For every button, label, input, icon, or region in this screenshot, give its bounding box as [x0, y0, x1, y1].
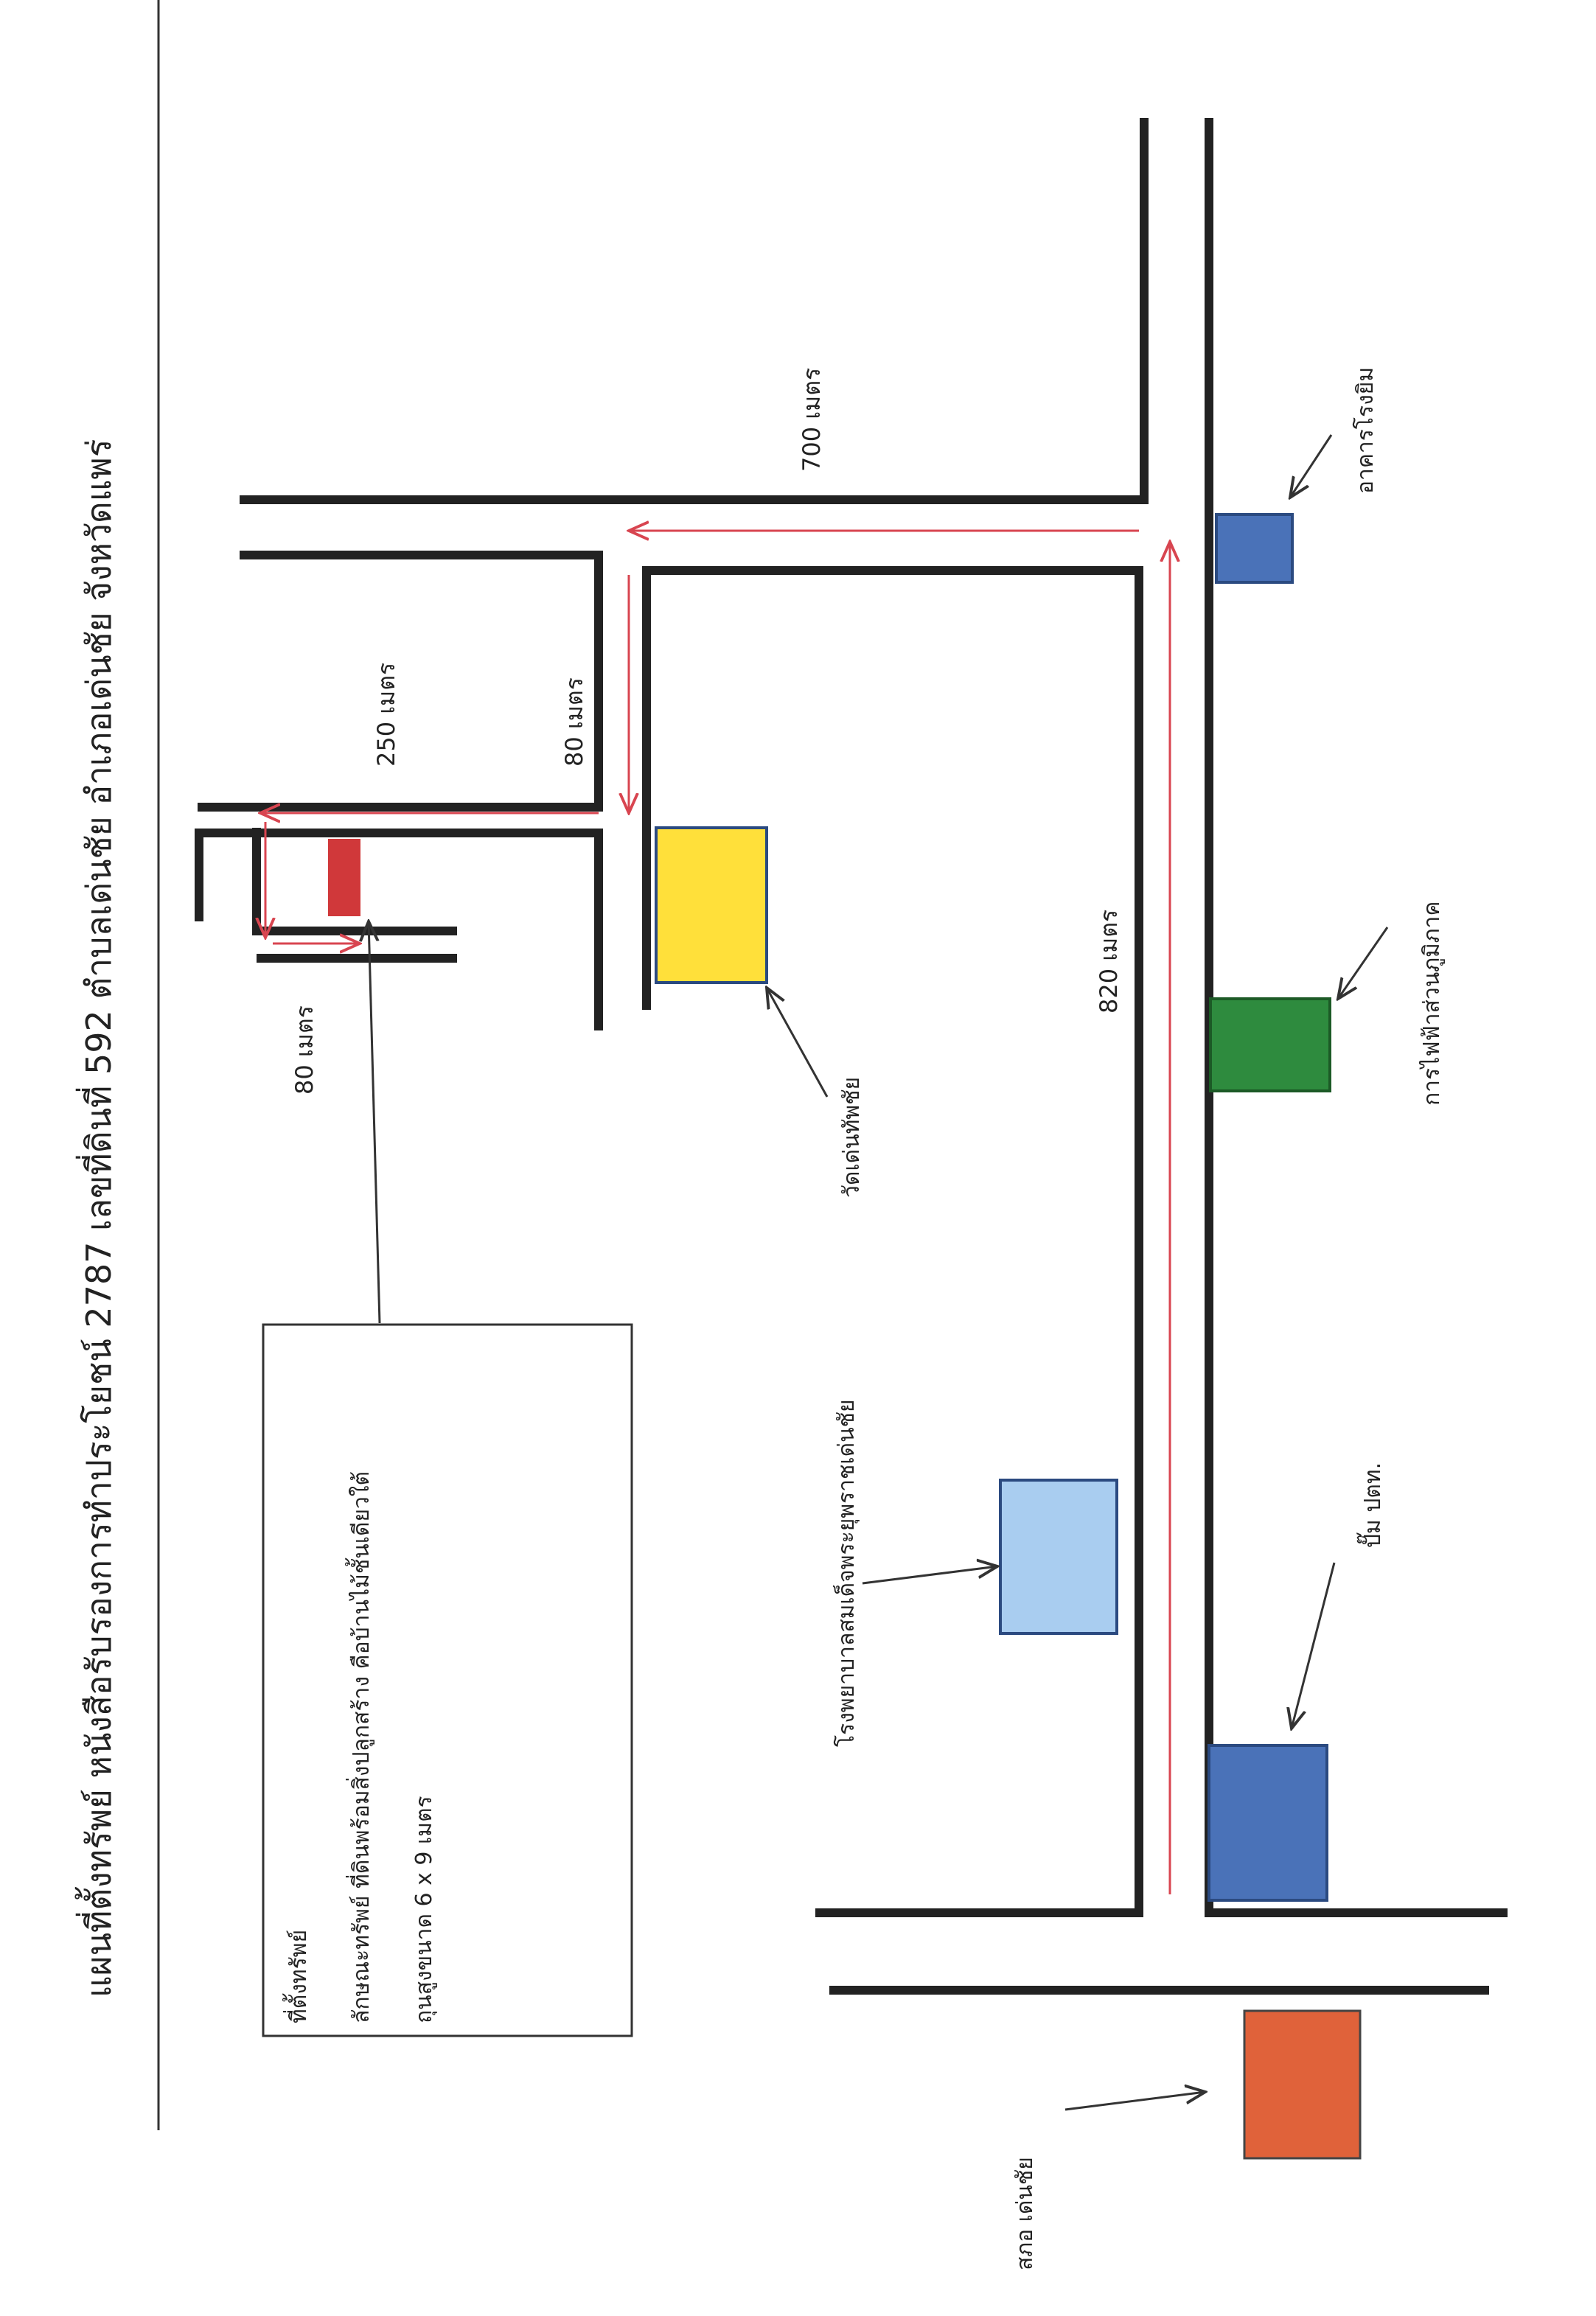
temple-marker [655, 826, 768, 984]
distance-250m: 250 เมตร [372, 663, 400, 767]
arrow-hospital [862, 1566, 997, 1585]
road-top-left-outer [240, 118, 1149, 504]
pea-office-marker [1209, 997, 1331, 1092]
gym-building-marker [1215, 513, 1294, 584]
police-station-marker [1243, 2009, 1362, 2160]
arrow-pea [1338, 927, 1389, 999]
route [260, 531, 1170, 1894]
hospital-label: โรงพยาบาลสมเด็จพระยุพราชเด่นชัย [832, 1399, 860, 1747]
distance-820m: 820 เมตร [1095, 910, 1123, 1014]
gas-station-marker [1208, 1744, 1328, 1902]
road-soi-mid [195, 829, 603, 1030]
gym-label: อาคารโรงยิม [1352, 367, 1379, 494]
roads [195, 118, 1508, 1995]
hospital-marker [999, 1479, 1118, 1635]
police-label: สภอ เด่นชัย [1012, 2157, 1038, 2270]
arrow-temple [767, 988, 829, 1098]
property-marker [328, 839, 360, 916]
info-box-line1: ลักษณะทรัพย์ ที่ดินพร้อมสิ่งปลูกสร้าง คื… [345, 1471, 374, 2023]
arrow-gas [1292, 1562, 1336, 1729]
road-inner-loop [198, 551, 603, 812]
pointer-arrows [369, 434, 1389, 2111]
temple-label: วัดเด่นทัพชัย [839, 1077, 865, 1198]
info-box-line2: ถุนสูงขนาด 6 x 9 เมตร [411, 1796, 438, 2023]
gas-station-label: ปั๊ม ปตท. [1356, 1462, 1386, 1548]
road-main-left [642, 566, 1143, 1917]
distance-80m-left: 80 เมตร [290, 1005, 318, 1095]
road-main-right [1205, 118, 1508, 1917]
pea-label: การไฟฟ้าส่วนภูมิภาค [1418, 901, 1445, 1106]
info-box [262, 1323, 633, 2037]
arrow-police [1064, 2092, 1205, 2111]
distance-80m-mid: 80 เมตร [560, 677, 588, 767]
page-title: แผนที่ตั้งทรัพย์ หนังสือรับรองการทำประโย… [74, 439, 119, 1998]
arrow-property [369, 921, 381, 1324]
info-box-heading: ที่ตั้งทรัพย์ [282, 1930, 312, 2023]
arrow-gym [1290, 434, 1333, 498]
distance-700m: 700 เมตร [798, 368, 826, 472]
